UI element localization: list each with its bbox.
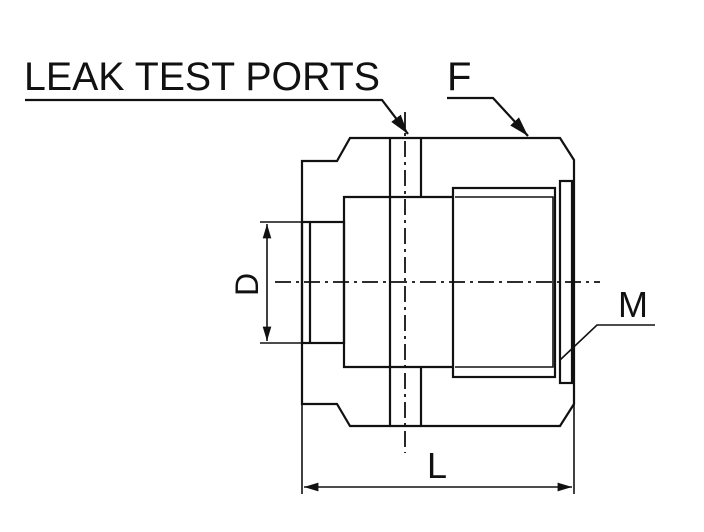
m-leader (559, 324, 655, 361)
m-label: M (618, 284, 648, 325)
f-leader (447, 96, 529, 137)
l-label: L (427, 445, 447, 486)
leak-test-ports-label: LEAK TEST PORTS (24, 55, 380, 99)
thread-inner (455, 196, 554, 368)
d-label: D (229, 273, 265, 296)
leak-test-ports-leader (25, 98, 409, 135)
f-label: F (447, 55, 471, 99)
